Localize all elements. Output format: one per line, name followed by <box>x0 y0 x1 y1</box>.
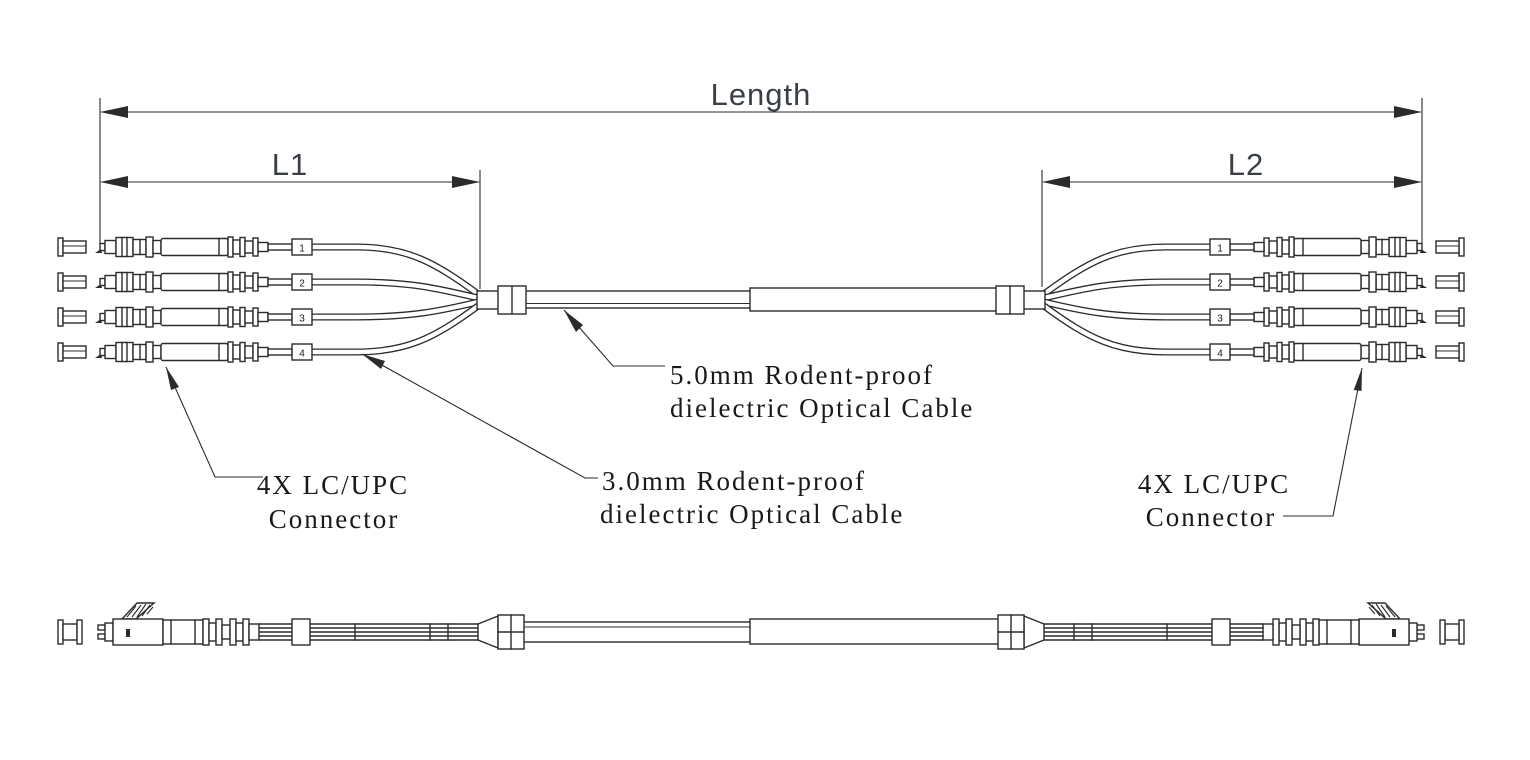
trunk-leader-line <box>563 309 665 367</box>
right-connector-leader-arrow <box>1353 368 1362 391</box>
trunk-cable-side <box>521 618 1001 645</box>
side-left-connector <box>57 602 525 650</box>
callout-breakout-cable: 3.0mm Rodent-proof dielectric Optical Ca… <box>361 353 904 529</box>
trunk-callout-line1: 5.0mm Rodent-proof <box>670 360 934 390</box>
left-connector-leader-arrow <box>166 367 179 390</box>
fiber-tag-2: 2 <box>1217 279 1223 290</box>
trunk-cable-top <box>523 287 999 312</box>
fiber-tag-4: 4 <box>1217 349 1223 360</box>
l1-arrow-right <box>452 176 480 188</box>
callout-left-connector: 4X LC/UPC Connector <box>165 366 409 534</box>
trunk-callout-line2: dielectric Optical Cable <box>670 393 974 423</box>
left-connector-group <box>58 237 526 362</box>
fiber-tag-1: 1 <box>299 244 305 255</box>
right-connector-group <box>996 237 1464 362</box>
breakout-callout-line1: 3.0mm Rodent-proof <box>602 466 866 496</box>
left-connector-leader-line <box>165 366 263 478</box>
dimension-l2: L2 <box>1041 147 1422 287</box>
fiber-tag-1: 1 <box>1217 244 1223 255</box>
callout-right-connector: 4X LC/UPC Connector <box>1138 367 1363 532</box>
breakout-callout-line2: dielectric Optical Cable <box>600 499 904 529</box>
side-view <box>57 602 1465 650</box>
right-connector-leader-line <box>1283 367 1363 517</box>
length-arrow-left <box>100 106 128 118</box>
right-connector-callout-line2: Connector <box>1146 502 1276 532</box>
fiber-tag-3: 3 <box>299 314 305 325</box>
l1-arrow-left <box>100 176 128 188</box>
breakout-leader-arrow <box>362 354 385 369</box>
fiber-tag-2: 2 <box>299 279 305 290</box>
left-connector-callout-line1: 4X LC/UPC <box>257 470 409 500</box>
l2-arrow-left <box>1042 176 1070 188</box>
side-right-connector <box>997 602 1465 650</box>
right-connector-callout-line1: 4X LC/UPC <box>1138 469 1290 499</box>
dimension-length: Length <box>99 77 1423 243</box>
l2-label: L2 <box>1228 147 1264 182</box>
breakout-leader-line <box>361 353 598 479</box>
right-fiber-numbers: 1 2 3 4 <box>1217 244 1223 360</box>
l1-label: L1 <box>272 147 308 182</box>
callout-trunk-cable: 5.0mm Rodent-proof dielectric Optical Ca… <box>563 309 974 423</box>
trunk-leader-arrow <box>564 310 583 332</box>
l2-arrow-right <box>1394 176 1422 188</box>
dimension-l1: L1 <box>100 147 481 289</box>
left-connector-callout-line2: Connector <box>269 504 399 534</box>
fiber-tag-4: 4 <box>299 349 305 360</box>
fiber-tag-3: 3 <box>1217 314 1223 325</box>
length-extension-lines <box>99 98 1423 243</box>
length-label: Length <box>711 77 812 112</box>
top-view: 1 2 3 4 1 2 3 4 <box>58 237 1464 362</box>
length-arrow-right <box>1394 106 1422 118</box>
left-fiber-numbers: 1 2 3 4 <box>299 244 305 360</box>
